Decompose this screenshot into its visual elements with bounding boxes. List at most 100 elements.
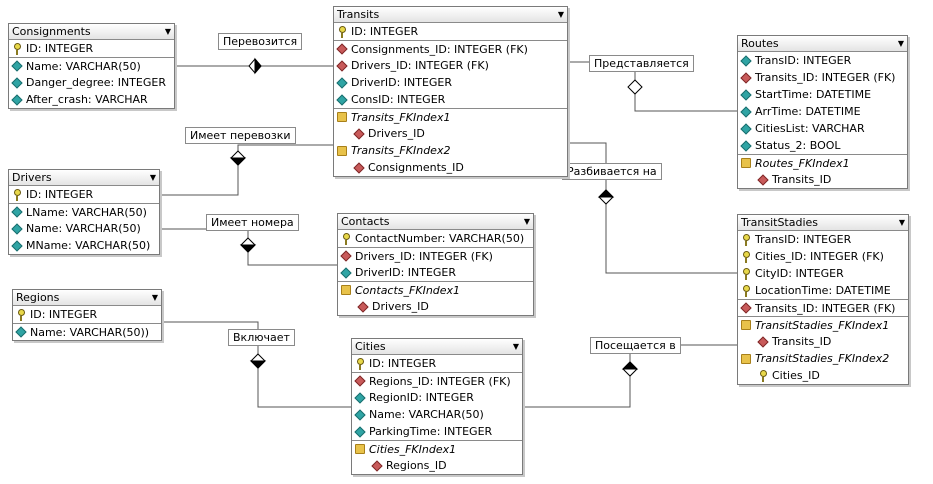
column-row[interactable]: ArrTime: DATETIME bbox=[738, 103, 907, 120]
dropdown-arrow-icon[interactable]: ▼ bbox=[151, 293, 158, 302]
relation-label-imeet-perevozki[interactable]: Имеет перевозки bbox=[185, 127, 296, 144]
column-row[interactable]: Regions_ID: INTEGER (FK) bbox=[352, 372, 522, 389]
column-row[interactable]: Drivers_ID: INTEGER (FK) bbox=[334, 57, 567, 74]
index-column-row[interactable]: Transits_ID bbox=[738, 333, 908, 350]
column-row[interactable]: ID: INTEGER bbox=[334, 23, 567, 40]
dropdown-arrow-icon[interactable]: ▼ bbox=[523, 217, 530, 226]
table-title: Transits bbox=[337, 8, 380, 21]
index-row[interactable]: Transits_FKIndex2 bbox=[334, 142, 567, 159]
column-row[interactable]: Name: VARCHAR(50) bbox=[9, 57, 174, 74]
column-row[interactable]: DriverID: INTEGER bbox=[334, 74, 567, 91]
column-row[interactable]: Danger_degree: INTEGER bbox=[9, 74, 174, 91]
column-row[interactable]: ID: INTEGER bbox=[13, 306, 161, 323]
table-header[interactable]: Drivers ▼ bbox=[9, 170, 159, 186]
index-name: Cities_FKIndex1 bbox=[369, 442, 457, 456]
column-row[interactable]: TransID: INTEGER bbox=[738, 231, 908, 248]
column-row[interactable]: Name: VARCHAR(50)) bbox=[13, 323, 161, 340]
dropdown-arrow-icon[interactable]: ▼ bbox=[557, 10, 564, 19]
column-row[interactable]: ContactNumber: VARCHAR(50) bbox=[338, 230, 533, 247]
column-label: Danger_degree: INTEGER bbox=[26, 76, 166, 89]
column-row[interactable]: LocationTime: DATETIME bbox=[738, 282, 908, 299]
dropdown-arrow-icon[interactable]: ▼ bbox=[149, 173, 156, 182]
column-label: CitiesList: VARCHAR bbox=[755, 122, 865, 135]
relation-label-perevozitsya[interactable]: Перевозится bbox=[218, 33, 303, 50]
column-row[interactable]: Status_2: BOOL bbox=[738, 137, 907, 154]
table-regions[interactable]: Regions ▼ ID: INTEGER Name: VARCHAR(50)) bbox=[12, 289, 162, 341]
index-row[interactable]: Contacts_FKIndex1 bbox=[338, 281, 533, 298]
column-label: Drivers_ID: INTEGER (FK) bbox=[355, 249, 493, 263]
table-routes[interactable]: Routes ▼ TransID: INTEGER Transits_ID: I… bbox=[737, 35, 908, 189]
dropdown-arrow-icon[interactable]: ▼ bbox=[898, 218, 905, 227]
primary-key-icon bbox=[741, 268, 751, 280]
relation-label-razbivaetsya-na[interactable]: Разбивается на bbox=[562, 163, 662, 180]
dropdown-arrow-icon[interactable]: ▼ bbox=[512, 342, 519, 351]
column-row[interactable]: CitiesList: VARCHAR bbox=[738, 120, 907, 137]
index-column-row[interactable]: Drivers_ID bbox=[338, 298, 533, 315]
index-row[interactable]: TransitStadies_FKIndex2 bbox=[738, 350, 908, 367]
column-row[interactable]: ID: INTEGER bbox=[9, 40, 174, 57]
dropdown-arrow-icon[interactable]: ▼ bbox=[164, 27, 171, 36]
table-transits[interactable]: Transits ▼ ID: INTEGER Consignments_ID: … bbox=[333, 6, 568, 177]
relation-label-vklyuchaet[interactable]: Включает bbox=[228, 329, 295, 346]
table-header[interactable]: Routes ▼ bbox=[738, 36, 907, 52]
primary-key-icon bbox=[741, 251, 751, 263]
table-header[interactable]: Cities ▼ bbox=[352, 339, 522, 355]
diamond-drivers-transits bbox=[229, 150, 247, 166]
column-row[interactable]: Consignments_ID: INTEGER (FK) bbox=[334, 40, 567, 57]
diamond-transits-routes bbox=[627, 79, 643, 95]
column-row[interactable]: DriverID: INTEGER bbox=[338, 264, 533, 281]
column-row[interactable]: After_crash: VARCHAR bbox=[9, 91, 174, 108]
table-title: Regions bbox=[16, 291, 60, 304]
column-row[interactable]: Name: VARCHAR(50) bbox=[9, 220, 159, 237]
index-row[interactable]: Transits_FKIndex1 bbox=[334, 108, 567, 125]
index-column-row[interactable]: Transits_ID bbox=[738, 171, 907, 188]
column-row[interactable]: Transits_ID: INTEGER (FK) bbox=[738, 69, 907, 86]
relation-label-poseshchaetsya-v[interactable]: Посещается в bbox=[590, 337, 681, 354]
foreign-key-icon bbox=[341, 250, 351, 262]
table-contacts[interactable]: Contacts ▼ ContactNumber: VARCHAR(50) Dr… bbox=[337, 213, 534, 316]
relation-label-predstavlyaetsya[interactable]: Представляется bbox=[589, 55, 694, 72]
index-row[interactable]: Cities_FKIndex1 bbox=[352, 440, 522, 457]
table-title: Routes bbox=[741, 37, 779, 50]
column-row[interactable]: ParkingTime: INTEGER bbox=[352, 423, 522, 440]
relation-label-imeet-nomera[interactable]: Имеет номера bbox=[206, 214, 299, 231]
table-transitstadies[interactable]: TransitStadies ▼ TransID: INTEGER Cities… bbox=[737, 214, 909, 385]
column-label: After_crash: VARCHAR bbox=[26, 93, 148, 106]
column-row[interactable]: ID: INTEGER bbox=[352, 355, 522, 372]
index-column-row[interactable]: Regions_ID bbox=[352, 457, 522, 474]
table-drivers[interactable]: Drivers ▼ ID: INTEGER LName: VARCHAR(50)… bbox=[8, 169, 160, 255]
column-row[interactable]: ConsID: INTEGER bbox=[334, 91, 567, 108]
index-column-row[interactable]: Drivers_ID bbox=[334, 125, 567, 142]
column-row[interactable]: StartTime: DATETIME bbox=[738, 86, 907, 103]
column-row[interactable]: LName: VARCHAR(50) bbox=[9, 203, 159, 220]
column-row[interactable]: MName: VARCHAR(50) bbox=[9, 237, 159, 254]
dropdown-arrow-icon[interactable]: ▼ bbox=[897, 39, 904, 48]
column-row[interactable]: Transits_ID: INTEGER (FK) bbox=[738, 299, 908, 316]
column-label: MName: VARCHAR(50) bbox=[26, 239, 151, 252]
table-header[interactable]: Consignments ▼ bbox=[9, 24, 174, 40]
index-row[interactable]: TransitStadies_FKIndex1 bbox=[738, 316, 908, 333]
table-header[interactable]: TransitStadies ▼ bbox=[738, 215, 908, 231]
index-column-label: Consignments_ID bbox=[368, 161, 464, 174]
column-row[interactable]: RegionID: INTEGER bbox=[352, 389, 522, 406]
column-icon bbox=[741, 140, 751, 152]
foreign-key-icon bbox=[354, 162, 364, 174]
table-header[interactable]: Regions ▼ bbox=[13, 290, 161, 306]
column-row[interactable]: Cities_ID: INTEGER (FK) bbox=[738, 248, 908, 265]
column-label: Name: VARCHAR(50)) bbox=[30, 325, 150, 339]
table-header[interactable]: Transits ▼ bbox=[334, 7, 567, 23]
foreign-key-icon bbox=[355, 375, 365, 387]
index-column-row[interactable]: Cities_ID bbox=[738, 367, 908, 384]
table-consignments[interactable]: Consignments ▼ ID: INTEGER Name: VARCHAR… bbox=[8, 23, 175, 109]
index-row[interactable]: Routes_FKIndex1 bbox=[738, 154, 907, 171]
column-row[interactable]: ID: INTEGER bbox=[9, 186, 159, 203]
column-row[interactable]: Drivers_ID: INTEGER (FK) bbox=[338, 247, 533, 264]
column-row[interactable]: TransID: INTEGER bbox=[738, 52, 907, 69]
column-row[interactable]: Name: VARCHAR(50) bbox=[352, 406, 522, 423]
column-label: StartTime: DATETIME bbox=[755, 88, 872, 101]
table-cities[interactable]: Cities ▼ ID: INTEGER Regions_ID: INTEGER… bbox=[351, 338, 523, 475]
index-column-row[interactable]: Consignments_ID bbox=[334, 159, 567, 176]
column-row[interactable]: CityID: INTEGER bbox=[738, 265, 908, 282]
table-header[interactable]: Contacts ▼ bbox=[338, 214, 533, 230]
column-label: DriverID: INTEGER bbox=[355, 266, 457, 279]
